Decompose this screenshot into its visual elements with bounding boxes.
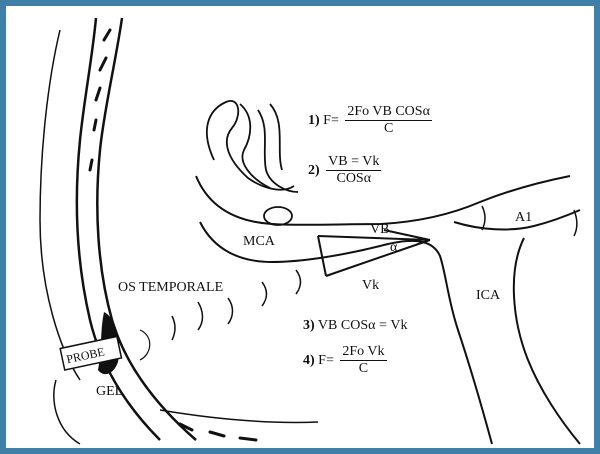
label-gel: GEL — [96, 384, 123, 400]
equation-2-denominator: COSα — [326, 171, 381, 187]
bone-texture — [90, 30, 256, 440]
equation-2-numerator: VB = Vk — [326, 154, 381, 171]
equation-1: 1) F= 2Fo VB COSα C — [308, 104, 432, 137]
mca-main-upper-wall — [196, 176, 570, 225]
skull-outer-edge — [40, 30, 80, 380]
equation-4-lhs: F= — [318, 353, 334, 368]
equation-4-numerator: 2Fo Vk — [340, 344, 386, 361]
label-alpha: α — [390, 240, 397, 256]
scalp-contour — [54, 380, 80, 444]
mca-vessel-left-wall — [207, 101, 294, 190]
equation-3-number: 3) — [303, 318, 315, 333]
vessel-loop — [264, 207, 292, 225]
skull-outer-contour — [77, 18, 160, 440]
equation-4: 4) F= 2Fo Vk C — [303, 344, 387, 377]
label-ica: ICA — [476, 288, 500, 304]
probe-cable — [140, 330, 150, 360]
ica-lower-right-wall — [514, 238, 580, 444]
label-vk: Vk — [362, 278, 379, 294]
equation-3: 3) VB COSα = Vk — [303, 318, 407, 334]
equation-3-text: VB COSα = Vk — [318, 318, 408, 333]
equation-1-number: 1) — [308, 113, 320, 128]
bone-lower-contour — [160, 410, 318, 423]
equation-1-lhs: F= — [323, 113, 339, 128]
equation-2-number: 2) — [308, 163, 320, 178]
mca-branch-top2 — [270, 104, 282, 170]
equation-1-fraction: 2Fo VB COSα C — [345, 104, 432, 137]
label-os-temporale: OS TEMPORALE — [118, 280, 223, 296]
equation-2-fraction: VB = Vk COSα — [326, 154, 381, 187]
equation-4-fraction: 2Fo Vk C — [340, 344, 386, 377]
label-vb: VB — [370, 222, 389, 238]
label-a1: A1 — [515, 210, 532, 226]
label-mca: MCA — [243, 234, 275, 250]
equation-1-numerator: 2Fo VB COSα — [345, 104, 432, 121]
equation-1-denominator: C — [345, 121, 432, 137]
equation-4-denominator: C — [340, 361, 386, 377]
equation-2: 2) VB = Vk COSα — [308, 154, 381, 187]
equation-4-number: 4) — [303, 353, 315, 368]
